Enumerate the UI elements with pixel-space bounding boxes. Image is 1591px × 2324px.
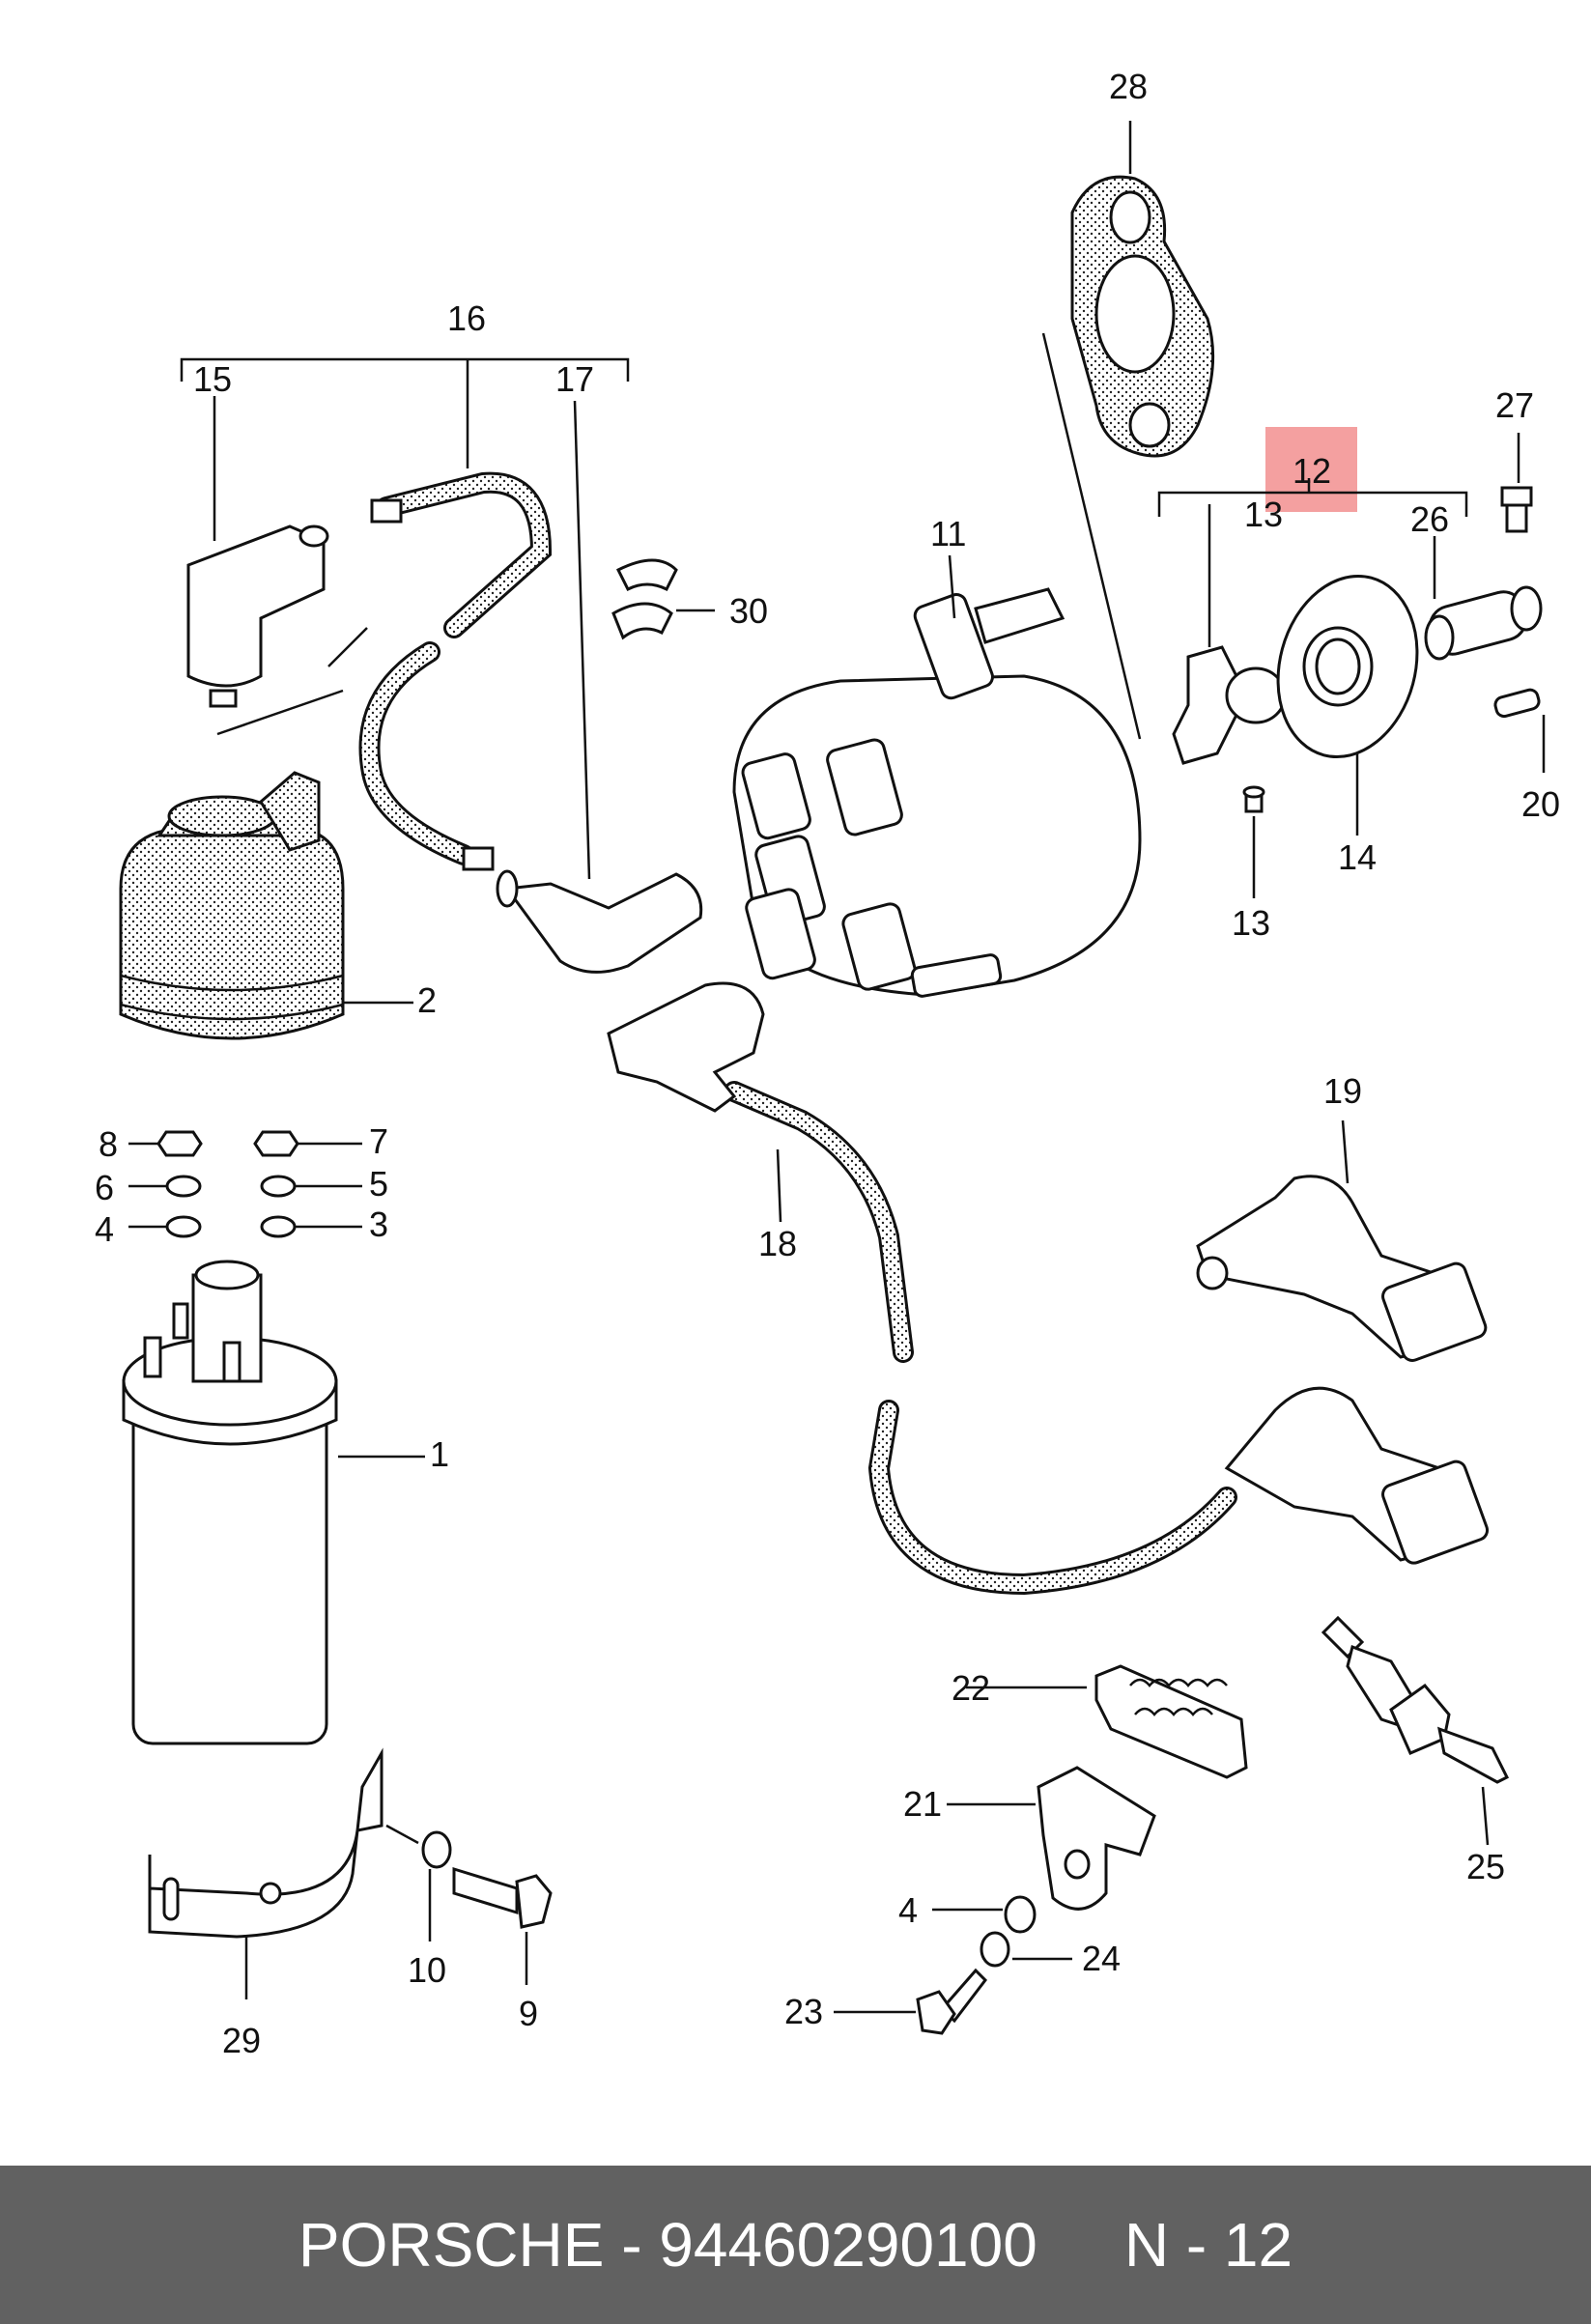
callout-27: 27 xyxy=(1495,385,1534,425)
callout-2: 2 xyxy=(417,980,437,1020)
plug-boot-lower xyxy=(1224,1386,1490,1565)
part-20 xyxy=(1493,688,1541,719)
ignition-lead-18 xyxy=(607,981,1237,1596)
bolt-23 xyxy=(916,1968,987,2035)
diagram-reference: N - 12 xyxy=(1123,2210,1293,2280)
part-number-footer: PORSCHE - 94460290100 N - 12 xyxy=(0,2166,1591,2324)
leader-lines xyxy=(128,121,1546,2014)
callout-13-lower: 13 xyxy=(1232,903,1270,943)
screw-27 xyxy=(1500,486,1533,533)
callout-10: 10 xyxy=(408,1950,446,1990)
callout-1: 1 xyxy=(430,1434,449,1474)
callout-28: 28 xyxy=(1109,67,1148,106)
bracket-21 xyxy=(1037,1766,1156,1911)
callout-14: 14 xyxy=(1338,837,1377,877)
bolt-9 xyxy=(421,1830,553,1929)
callout-17: 17 xyxy=(555,359,594,399)
callout-21: 21 xyxy=(903,1784,942,1824)
part-26 xyxy=(1424,585,1543,661)
highlight-box xyxy=(1265,427,1357,512)
washer-24 xyxy=(980,1931,1010,1968)
callout-15: 15 xyxy=(193,359,232,399)
callout-4: 4 xyxy=(95,1209,114,1249)
brand-part-number: PORSCHE - 94460290100 xyxy=(298,2210,1037,2280)
distributor-cap xyxy=(732,587,1142,998)
plug-boot-17 xyxy=(496,869,703,974)
callout-26: 26 xyxy=(1410,499,1449,539)
ignition-coil xyxy=(122,1260,338,1745)
callout-16: 16 xyxy=(447,298,486,338)
callout-29: 29 xyxy=(222,2021,261,2060)
nuts-washers-left xyxy=(156,1130,299,1238)
shield-14 xyxy=(1276,574,1419,759)
callout-11: 11 xyxy=(930,514,966,553)
callout-3: 3 xyxy=(369,1205,388,1244)
coil-boot xyxy=(119,771,345,1040)
callout-18: 18 xyxy=(758,1224,797,1263)
callout-12: 12 xyxy=(1293,451,1331,491)
callout-19: 19 xyxy=(1323,1071,1362,1111)
callout-25: 25 xyxy=(1466,1847,1505,1886)
spark-plug-25 xyxy=(1321,1615,1510,1784)
callout-9: 9 xyxy=(519,1994,538,2033)
clip-30 xyxy=(611,558,678,640)
callout-30: 30 xyxy=(729,591,768,631)
callout-8: 8 xyxy=(99,1124,118,1164)
callout-13-upper: 13 xyxy=(1244,495,1283,534)
holder-22 xyxy=(1094,1664,1248,1779)
rotor-13 xyxy=(1172,645,1287,813)
coil-bracket xyxy=(148,1747,384,1939)
callout-24: 24 xyxy=(1082,1939,1121,1978)
callout-7: 7 xyxy=(369,1121,388,1161)
callout-5: 5 xyxy=(369,1164,388,1204)
callout-22: 22 xyxy=(952,1668,990,1708)
callout-labels: 1 2 3 4 5 6 7 8 9 10 11 12 13 13 14 15 1… xyxy=(95,67,1560,2060)
ignition-lead-16 xyxy=(358,471,553,871)
callout-4-lower: 4 xyxy=(898,1890,918,1930)
washer-4-lower xyxy=(1004,1895,1037,1934)
plug-boot-15 xyxy=(186,524,329,708)
gasket-28 xyxy=(1070,175,1215,458)
parts-diagram: 1 2 3 4 5 6 7 8 9 10 11 12 13 13 14 15 1… xyxy=(95,67,1560,2060)
callout-20: 20 xyxy=(1521,784,1560,824)
callout-6: 6 xyxy=(95,1168,114,1207)
plug-boot-19 xyxy=(1196,1175,1488,1362)
callout-23: 23 xyxy=(784,1992,823,2031)
